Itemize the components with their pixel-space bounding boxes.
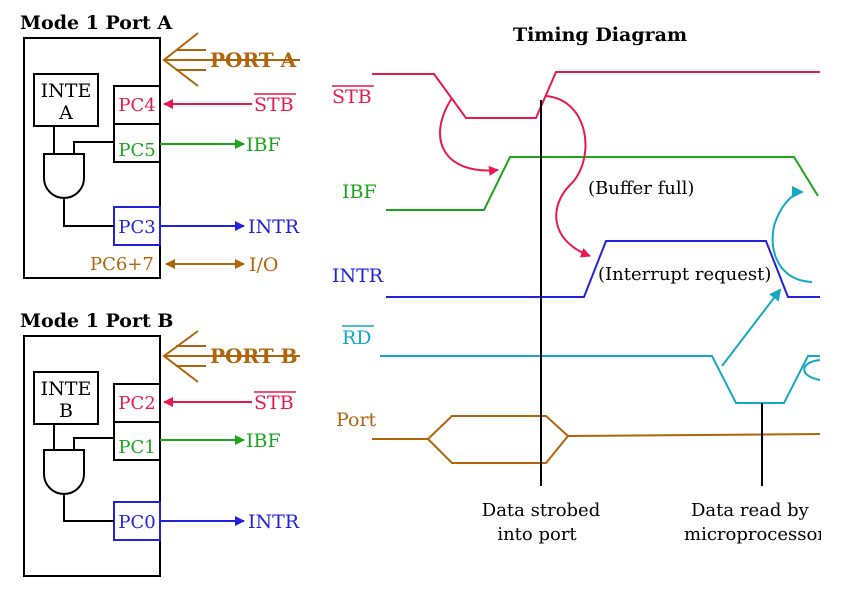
timing-strobed-line2: into port [497,524,577,545]
timing-rd-to-intr-arrow [721,288,782,367]
port-a-title: Mode 1 Port A [20,12,172,34]
port-a-block: Mode 1 Port A INTE A PC4 PC5 PC3 STB IBF… [20,12,300,279]
timing-diagram: Timing Diagram STB IBF INTR RD Port (Buf… [332,24,826,545]
timing-ibf-label: IBF [342,181,377,203]
port-b-inte-line1: INTE [41,378,92,400]
timing-strobed-line1: Data strobed [482,500,600,521]
port-b-inte-box [33,371,99,425]
port-b-inte-line2: B [59,400,73,422]
timing-title: Timing Diagram [513,24,687,46]
port-b-title: Mode 1 Port B [20,310,173,332]
port-b-stb-label: STB [254,392,294,414]
timing-rd-to-ibf-arrow [771,186,813,283]
port-b-intr-label: INTR [248,511,300,533]
timing-port-label: Port [336,409,377,431]
timing-ibf-waveform [386,156,819,211]
port-a-intr-label: INTR [248,216,300,238]
right-edge-mask [821,0,864,600]
port-b-pc0-wire [63,494,114,522]
port-a-io-label: I/O [249,254,278,276]
port-a-pc3-wire [63,198,114,227]
port-a-pc5-wire [73,141,114,154]
timing-rd-waveform [380,355,820,404]
port-a-pc5-label: PC5 [118,140,155,161]
timing-interrupt-request-note: (Interrupt request) [598,264,771,285]
port-a-ibf-label: IBF [246,134,281,156]
timing-read-line1: Data read by [691,500,810,521]
port-a-stb-label: STB [254,94,294,116]
port-a-pc3-label: PC3 [118,217,155,238]
port-a-inte-line2: A [58,102,73,124]
port-a-inte-line1: INTE [41,80,92,102]
timing-buffer-full-note: (Buffer full) [588,178,694,199]
port-a-port-label: PORT A [210,48,297,72]
timing-rd-hook [803,359,821,381]
port-a-and-gate [43,153,85,199]
timing-stb-to-intr-arrow [545,95,591,258]
port-b-pc0-label: PC0 [118,512,155,533]
port-b-pc1-label: PC1 [118,437,155,458]
timing-stb-label: STB [332,86,372,108]
port-b-pc1-wire [73,437,114,450]
port-b-port-label: PORT B [210,344,297,368]
timing-read-line2: microprocessor [684,524,826,545]
port-a-pc67-label: PC6+7 [90,254,154,275]
timing-intr-label: INTR [332,265,384,287]
port-a-inte-box [33,73,99,127]
port-b-and-gate [43,449,85,495]
timing-intr-waveform [386,240,820,298]
port-b-block: Mode 1 Port B INTE B PC2 PC1 PC0 STB IBF… [20,310,300,577]
port-b-ibf-label: IBF [246,430,281,452]
timing-port-waveform [372,415,821,464]
timing-stb-to-ibf-arrow [439,97,499,176]
port-a-pc4-label: PC4 [118,95,155,116]
port-b-pc2-label: PC2 [118,393,155,414]
timing-stb-waveform [372,71,820,119]
timing-rd-label: RD [342,327,372,349]
